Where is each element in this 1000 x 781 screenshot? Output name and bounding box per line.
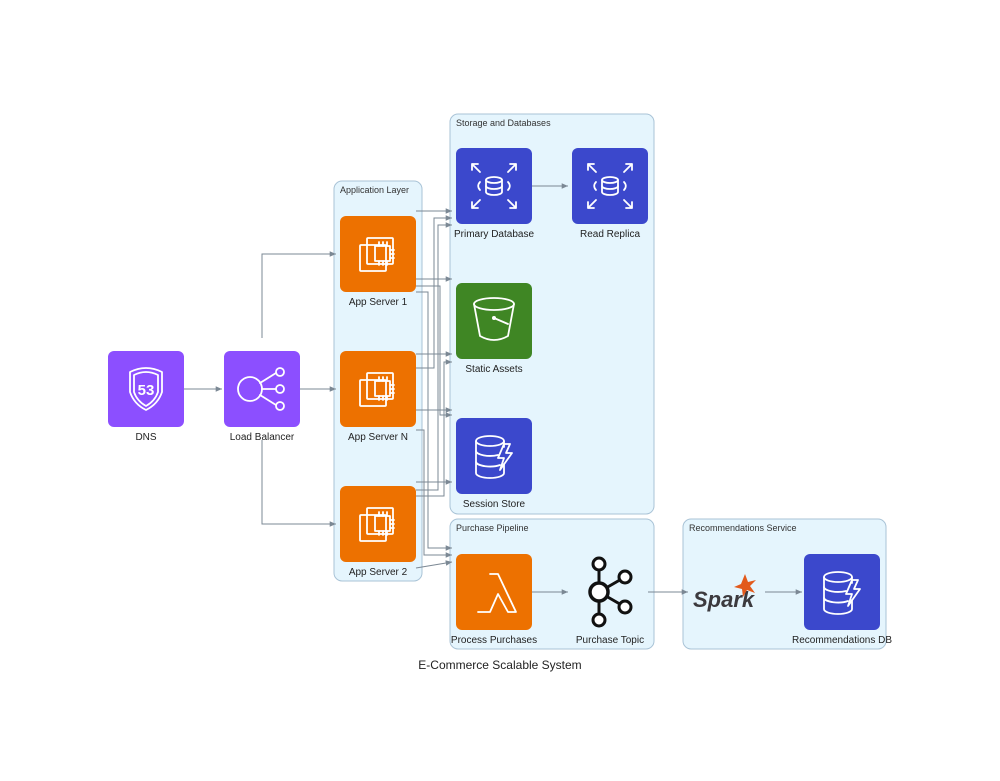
node-label-primary-database: Primary Database — [454, 229, 534, 240]
rds-icon — [456, 148, 532, 224]
node-app-server-2[interactable]: App Server 2 — [340, 486, 416, 578]
svg-text:53: 53 — [138, 382, 155, 399]
node-label-app-server-n: App Server N — [348, 432, 408, 443]
ec2-icon — [340, 486, 416, 562]
route53-icon — [108, 351, 184, 427]
edge-appn-primary — [416, 215, 452, 369]
node-label-static-assets: Static Assets — [465, 364, 522, 375]
edge-app2-static — [416, 359, 452, 497]
ec2-icon — [340, 351, 416, 427]
node-label-process-purchases: Process Purchases — [451, 635, 537, 646]
node-purchase-topic[interactable]: Purchase Topic — [576, 556, 644, 646]
node-load-balancer[interactable]: Load Balancer — [224, 351, 300, 443]
node-label-session-store: Session Store — [463, 499, 526, 510]
node-label-dns: DNS — [135, 432, 156, 443]
cluster-label-application-layer: Application Layer — [340, 185, 409, 195]
node-label-app-server-2: App Server 2 — [349, 567, 408, 578]
kafka-icon — [588, 556, 633, 628]
node-spark[interactable]: Spark — [693, 574, 756, 612]
node-recommendations-db[interactable]: Recommendations DB — [792, 554, 892, 646]
rds-icon — [572, 148, 648, 224]
cluster-label-recommendations: Recommendations Service — [689, 523, 797, 533]
edges — [184, 183, 802, 595]
ec2-icon — [340, 216, 416, 292]
lambda-icon — [456, 554, 532, 630]
node-static-assets[interactable]: Static Assets — [456, 283, 532, 375]
node-primary-database[interactable]: Primary Database — [454, 148, 534, 240]
edge-app1-process — [416, 291, 452, 551]
node-app-server-n[interactable]: App Server N — [340, 351, 416, 443]
edge-app2-primary — [416, 222, 452, 491]
diagram-title: E-Commerce Scalable System — [418, 658, 581, 672]
node-read-replica[interactable]: Read Replica — [572, 148, 648, 240]
edge-app2-process — [415, 560, 453, 569]
s3-bucket-icon — [456, 283, 532, 359]
node-label-read-replica: Read Replica — [580, 229, 640, 240]
node-label-recommendations-db: Recommendations DB — [792, 635, 892, 646]
cluster-label-pipeline: Purchase Pipeline — [456, 523, 529, 533]
edge-app1-session — [416, 285, 452, 418]
node-app-server-1[interactable]: App Server 1 — [340, 216, 416, 308]
node-label-app-server-1: App Server 1 — [349, 297, 408, 308]
edge-appn-process — [416, 429, 452, 558]
cluster-label-storage: Storage and Databases — [456, 118, 551, 128]
edge-lb-app2 — [261, 440, 336, 527]
node-process-purchases[interactable]: Process Purchases — [451, 554, 537, 646]
node-dns[interactable]: 53 DNS — [108, 351, 184, 443]
node-label-purchase-topic: Purchase Topic — [576, 635, 644, 646]
node-session-store[interactable]: Session Store — [456, 418, 532, 510]
spark-logo: Spark — [693, 574, 756, 612]
edge-lb-app1 — [261, 251, 336, 338]
node-label-load-balancer: Load Balancer — [230, 432, 295, 443]
